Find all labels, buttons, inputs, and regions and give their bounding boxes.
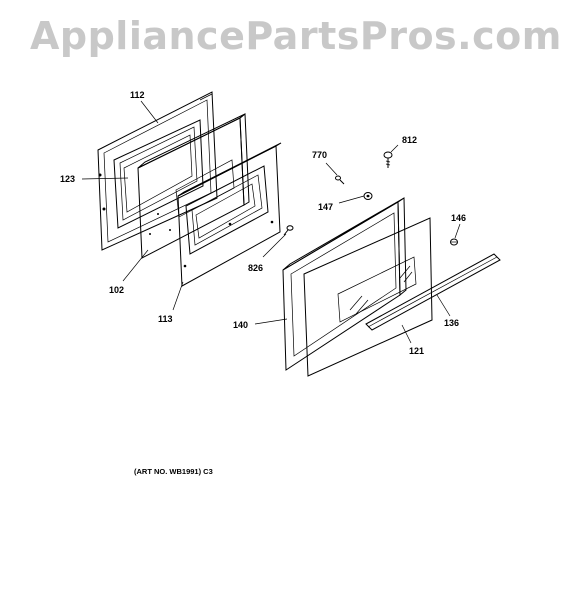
door-trim-strip	[365, 253, 501, 331]
label-812: 812	[402, 135, 417, 145]
outer-glass-panel	[303, 217, 433, 377]
watermark-logo: AppliancePartsPros.com	[30, 14, 562, 58]
art-number-caption: (ART NO. WB1991) C3	[134, 467, 213, 476]
label-136: 136	[444, 318, 459, 328]
leader-lines	[81, 100, 461, 344]
label-147: 147	[318, 202, 333, 212]
outer-door-frame	[282, 197, 407, 371]
label-121: 121	[409, 346, 424, 356]
label-140: 140	[233, 320, 248, 330]
label-112: 112	[130, 90, 145, 100]
screw-770-icon	[335, 175, 345, 185]
label-770: 770	[312, 150, 327, 160]
inner-door-panel	[177, 142, 282, 287]
door-insulation-panel	[137, 112, 250, 259]
label-146: 146	[451, 213, 466, 223]
bushing-147-icon	[363, 192, 373, 200]
label-113: 113	[158, 314, 173, 324]
screw-812-icon	[383, 151, 393, 168]
spacer-146-icon	[450, 238, 458, 246]
label-826: 826	[248, 263, 263, 273]
label-123: 123	[60, 174, 75, 184]
door-back-frame	[97, 91, 218, 251]
screw-826-icon	[283, 225, 294, 236]
label-102: 102	[109, 285, 124, 295]
door-gasket	[113, 119, 204, 229]
